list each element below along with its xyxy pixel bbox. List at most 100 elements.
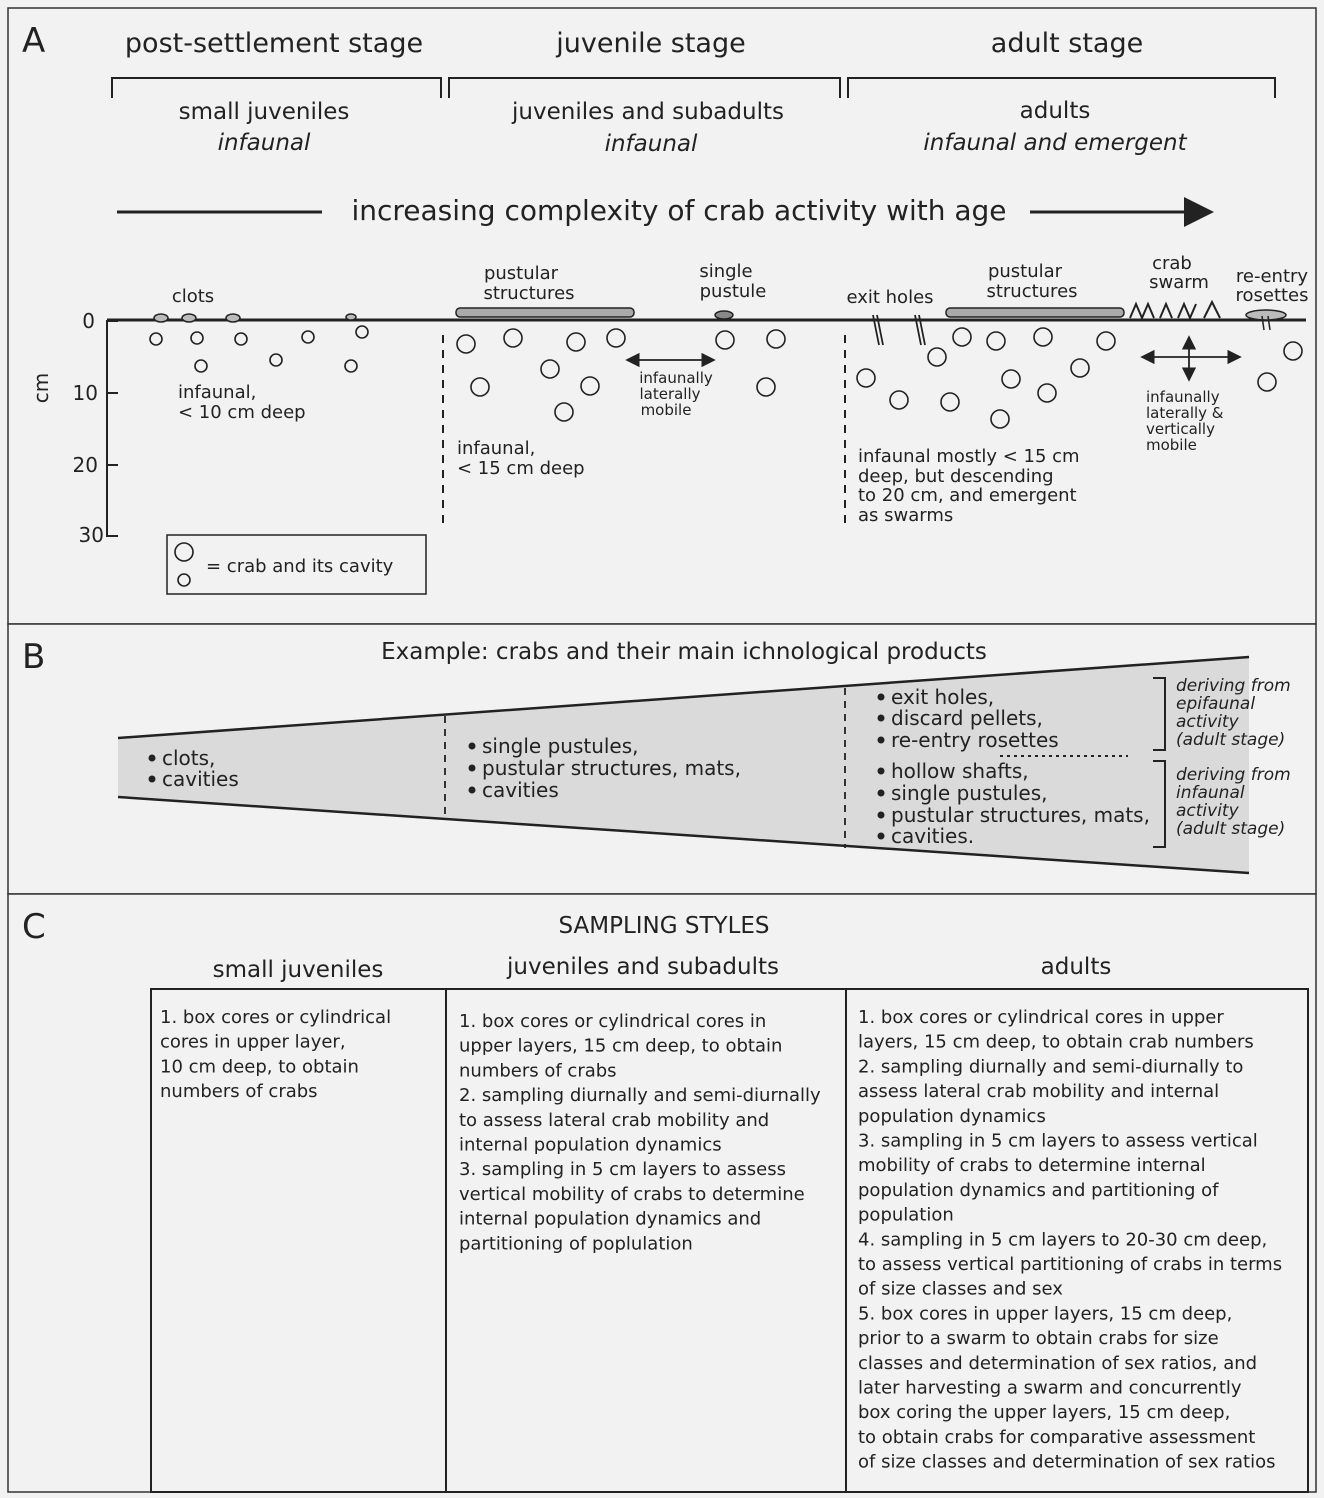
- reentry-rosettes: [1245, 309, 1287, 331]
- products-col1: clots, cavities: [148, 746, 239, 791]
- svg-text:infaunal: infaunal: [1176, 783, 1245, 803]
- sampling-line: upper layers, 15 cm deep, to obtain: [459, 1036, 782, 1057]
- product-hollow-shafts: hollow shafts,: [891, 759, 1029, 783]
- sampling-line: 4. sampling in 5 cm layers to 20-30 cm d…: [858, 1229, 1267, 1250]
- tick-label-20: 20: [73, 453, 98, 477]
- crab-cavities-juveniles: [456, 328, 786, 422]
- sampling-line: to assess lateral crab mobility and: [459, 1110, 769, 1131]
- sampling-line: 1. box cores or cylindrical cores in: [459, 1011, 766, 1032]
- tick-label-10: 10: [73, 381, 98, 405]
- note-infaunal: deriving from infaunal activity (adult s…: [1176, 765, 1291, 839]
- sampling-line: 3. sampling in 5 cm layers to assess ver…: [858, 1131, 1258, 1152]
- note-epifaunal: deriving from epifaunal activity (adult …: [1176, 676, 1291, 750]
- header-small-juveniles: small juveniles: [213, 957, 384, 983]
- svg-text:(adult stage): (adult stage): [1176, 730, 1285, 750]
- bracket-infaunal: [1153, 760, 1166, 848]
- sampling-col2: 1. box cores or cylindrical cores in uppe…: [459, 1011, 821, 1254]
- mode-juveniles-subadults: infaunal: [605, 131, 698, 157]
- sampling-line: cores in upper layer,: [160, 1032, 346, 1053]
- tick-label-0: 0: [82, 309, 95, 333]
- panel-c-letter: C: [22, 907, 46, 947]
- panel-c-frame: [7, 893, 1317, 1493]
- label-single-pustule-a: single: [699, 261, 752, 282]
- sampling-line: 10 cm deep, to obtain: [160, 1056, 359, 1077]
- stage-adult: adult stage: [991, 28, 1143, 59]
- panel-b-title: Example: crabs and their main ichnologic…: [381, 639, 987, 665]
- wedge-top-edge: [117, 655, 1250, 740]
- sampling-table: [150, 988, 1309, 1493]
- note-adult-c: to 20 cm, and emergent: [858, 485, 1077, 506]
- sampling-line: vertical mobility of crabs to determine: [459, 1184, 805, 1205]
- sampling-line: numbers of crabs: [160, 1081, 318, 1102]
- svg-text:deriving from: deriving from: [1176, 676, 1291, 696]
- product-single-pustules-adult: single pustules,: [891, 781, 1048, 805]
- label-crab-swarm-b: swarm: [1149, 272, 1209, 293]
- note-adult-d: as swarms: [858, 505, 953, 526]
- sampling-line: layers, 15 cm deep, to obtain crab numbe…: [858, 1032, 1254, 1053]
- sampling-col1: 1. box cores or cylindrical cores in uppe…: [160, 1007, 391, 1102]
- sampling-line: 1. box cores or cylindrical: [160, 1007, 391, 1028]
- crab-cavities-adults: [856, 327, 1303, 429]
- header-adults: adults: [1041, 954, 1112, 980]
- products-col2: single pustules, pustular structures, ma…: [468, 734, 741, 802]
- note-infaunal-15a: infaunal,: [457, 438, 535, 459]
- note-lat-vert-a: infaunally: [1146, 388, 1220, 406]
- mode-small-juveniles: infaunal: [218, 130, 311, 156]
- bracket-adult: [847, 77, 1276, 98]
- product-discard-pellets: discard pellets,: [891, 706, 1043, 730]
- sampling-line: box coring the upper layers, 15 cm deep,: [858, 1402, 1230, 1423]
- product-exit-holes: exit holes,: [891, 685, 994, 709]
- sampling-line: mobility of crabs to determine internal: [858, 1155, 1206, 1176]
- label-pustular-2b: structures: [986, 281, 1077, 302]
- sampling-line: of size classes and determination of sex…: [858, 1452, 1276, 1473]
- bracket-post-settlement: [111, 77, 442, 98]
- svg-text:activity: activity: [1176, 801, 1240, 821]
- panel-c-title: SAMPLING STYLES: [558, 913, 769, 939]
- sampling-line: 1. box cores or cylindrical cores in upp…: [858, 1007, 1224, 1028]
- legend-crab-large: [174, 542, 194, 562]
- sampling-line: 5. box cores in upper layers, 15 cm deep…: [858, 1303, 1232, 1324]
- clots-mounds: [153, 313, 357, 323]
- product-pustular-mats-adult: pustular structures, mats,: [891, 803, 1150, 827]
- header-juveniles-subadults: juveniles and subadults: [506, 954, 779, 980]
- sampling-line: classes and determination of sex ratios,…: [858, 1353, 1257, 1374]
- mode-adults: infaunal and emergent: [923, 130, 1187, 156]
- products-col3-epifaunal: exit holes, discard pellets, re-entry ro…: [877, 685, 1059, 752]
- pustular-structures-2: [945, 307, 1125, 318]
- depth-unit: cm: [29, 373, 53, 403]
- sampling-line: prior to a swarm to obtain crabs for siz…: [858, 1328, 1219, 1349]
- note-infaunal-10b: < 10 cm deep: [178, 402, 306, 423]
- note-lateral-b: laterally: [639, 385, 700, 403]
- product-cavities-adult: cavities.: [891, 824, 974, 848]
- crab-swarm: [1129, 299, 1221, 321]
- stage-post-settlement: post-settlement stage: [125, 28, 423, 59]
- note-infaunal-15b: < 15 cm deep: [457, 458, 585, 479]
- note-adult-a: infaunal mostly < 15 cm: [858, 446, 1080, 467]
- label-exit-holes: exit holes: [846, 287, 933, 308]
- sampling-line: 2. sampling diurnally and semi-diurnally…: [858, 1056, 1243, 1077]
- single-pustule: [714, 310, 734, 320]
- pustular-structures-1: [455, 307, 635, 318]
- group-adults: adults: [1020, 98, 1091, 124]
- wedge-bottom-edge: [117, 795, 1250, 875]
- note-infaunal-10a: infaunal,: [178, 382, 256, 403]
- svg-text:activity: activity: [1176, 712, 1240, 732]
- panel-a-letter: A: [22, 21, 45, 61]
- panel-b-letter: B: [22, 637, 45, 677]
- note-lat-vert-d: mobile: [1146, 436, 1197, 454]
- sampling-line: to assess vertical partitioning of crabs…: [858, 1254, 1282, 1275]
- sampling-col3: 1. box cores or cylindrical cores in upp…: [858, 1007, 1282, 1473]
- legend-crab-small: [177, 573, 191, 587]
- product-single-pustules: single pustules,: [482, 734, 639, 758]
- note-lat-vert-c: vertically: [1146, 420, 1215, 438]
- products-wedge: [118, 657, 1249, 873]
- stage-juvenile: juvenile stage: [555, 28, 745, 59]
- bracket-juvenile: [448, 77, 841, 98]
- sampling-line: to obtain crabs for comparative assessme…: [858, 1427, 1255, 1448]
- products-col3-infaunal: hollow shafts, single pustules, pustular…: [877, 759, 1150, 848]
- label-reentry-b: rosettes: [1235, 285, 1308, 306]
- label-pustular-1a: pustular: [484, 263, 559, 284]
- product-pustular-mats: pustular structures, mats,: [482, 756, 741, 780]
- sampling-line: population dynamics: [858, 1106, 1046, 1127]
